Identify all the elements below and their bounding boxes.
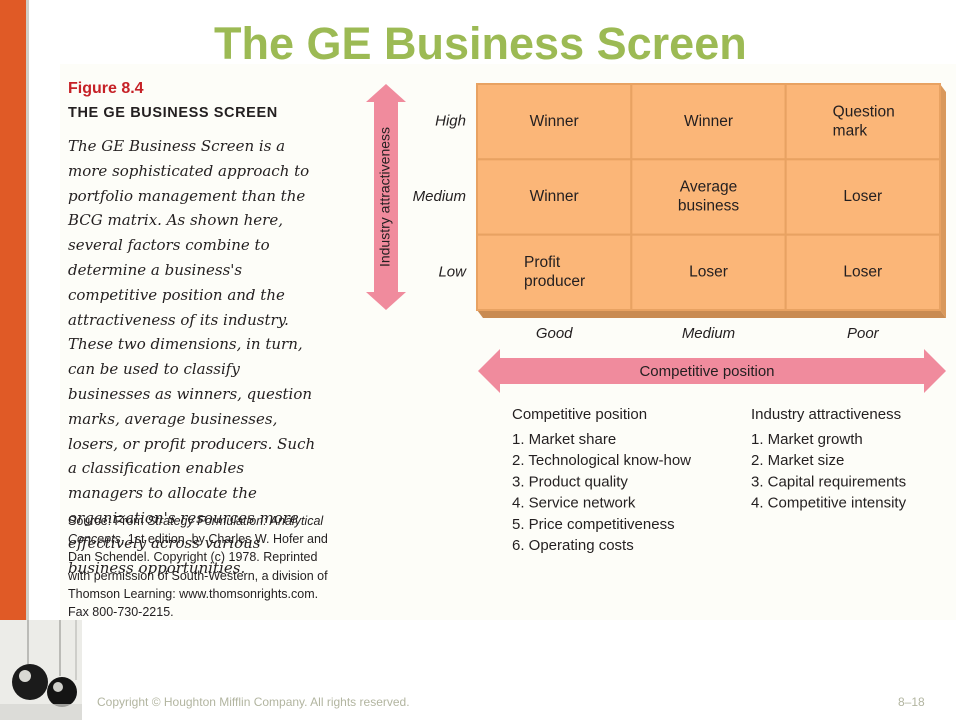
column-label: Poor xyxy=(847,325,880,342)
source-book-title: Strategy Formulation: Analytical Concept… xyxy=(68,514,324,547)
row-label: Medium xyxy=(413,188,466,205)
industry-factors-title: Industry attractiveness xyxy=(751,406,901,423)
slide-accent-bar xyxy=(0,0,26,620)
competitive-position-arrow xyxy=(478,349,946,393)
factor-item: 3. Product quality xyxy=(512,473,628,490)
matrix-cell xyxy=(784,83,941,161)
factor-item: 2. Technological know-how xyxy=(512,452,691,469)
slide-accent-shadow xyxy=(26,0,29,620)
footer-decorative-image xyxy=(0,620,82,720)
matrix-cell-label: Loser xyxy=(843,263,882,280)
factor-item: 4. Service network xyxy=(512,495,636,512)
matrix-cell-label: Winner xyxy=(530,113,579,130)
matrix-cell xyxy=(630,158,787,236)
matrix-cell-label: Winner xyxy=(684,113,733,130)
y-axis-label: Industry attractiveness xyxy=(377,127,393,267)
column-label: Medium xyxy=(682,325,735,342)
row-label: Low xyxy=(438,263,467,280)
matrix-cell-label: business xyxy=(678,198,739,215)
figure-source: Source: From Strategy Formulation: Analy… xyxy=(68,512,328,621)
matrix-cell-label: Question xyxy=(833,103,895,120)
matrix-cell-label: mark xyxy=(833,122,868,139)
factor-item: 1. Market share xyxy=(512,431,616,448)
factor-item: 3. Capital requirements xyxy=(751,473,906,490)
x-axis-label: Competitive position xyxy=(639,363,774,380)
page-number: 8–18 xyxy=(898,695,925,709)
source-details: , 1st edition, by Charles W. Hofer and D… xyxy=(68,532,328,620)
matrix-cell-label: Profit xyxy=(524,254,561,271)
matrix-cell-label: Average xyxy=(680,179,737,196)
competitive-factors-title: Competitive position xyxy=(512,406,647,423)
matrix-cell xyxy=(784,158,941,236)
source-prefix: Source: From xyxy=(68,514,148,528)
factor-item: 6. Operating costs xyxy=(512,537,634,554)
matrix-side-face xyxy=(940,84,946,318)
industry-attractiveness-arrow xyxy=(366,84,406,310)
factor-item: 1. Market growth xyxy=(751,431,863,448)
factor-item: 5. Price competitiveness xyxy=(512,516,675,533)
matrix-cell-label: producer xyxy=(524,273,585,290)
matrix-cell xyxy=(630,233,787,311)
matrix-cell xyxy=(784,233,941,311)
row-label: High xyxy=(435,113,466,130)
factor-item: 2. Market size xyxy=(751,452,844,469)
copyright-notice: Copyright © Houghton Mifflin Company. Al… xyxy=(97,695,410,709)
matrix-cell xyxy=(476,83,633,161)
figure-heading: THE GE BUSINESS SCREEN xyxy=(68,105,278,121)
matrix-bottom-face xyxy=(477,310,946,318)
matrix-cell-label: Loser xyxy=(843,188,882,205)
matrix-cell-label: Winner xyxy=(530,188,579,205)
matrix-cell-label: Loser xyxy=(689,263,728,280)
matrix-cell xyxy=(630,83,787,161)
figure-caption: The GE Business Screen is a more sophist… xyxy=(68,137,316,577)
factor-item: 4. Competitive intensity xyxy=(751,495,907,512)
matrix-cell xyxy=(476,158,633,236)
figure-label: Figure 8.4 xyxy=(68,80,144,97)
column-label: Good xyxy=(536,325,573,342)
slide-title: The GE Business Screen xyxy=(214,18,747,69)
hanging-spheres-icon xyxy=(0,620,82,720)
